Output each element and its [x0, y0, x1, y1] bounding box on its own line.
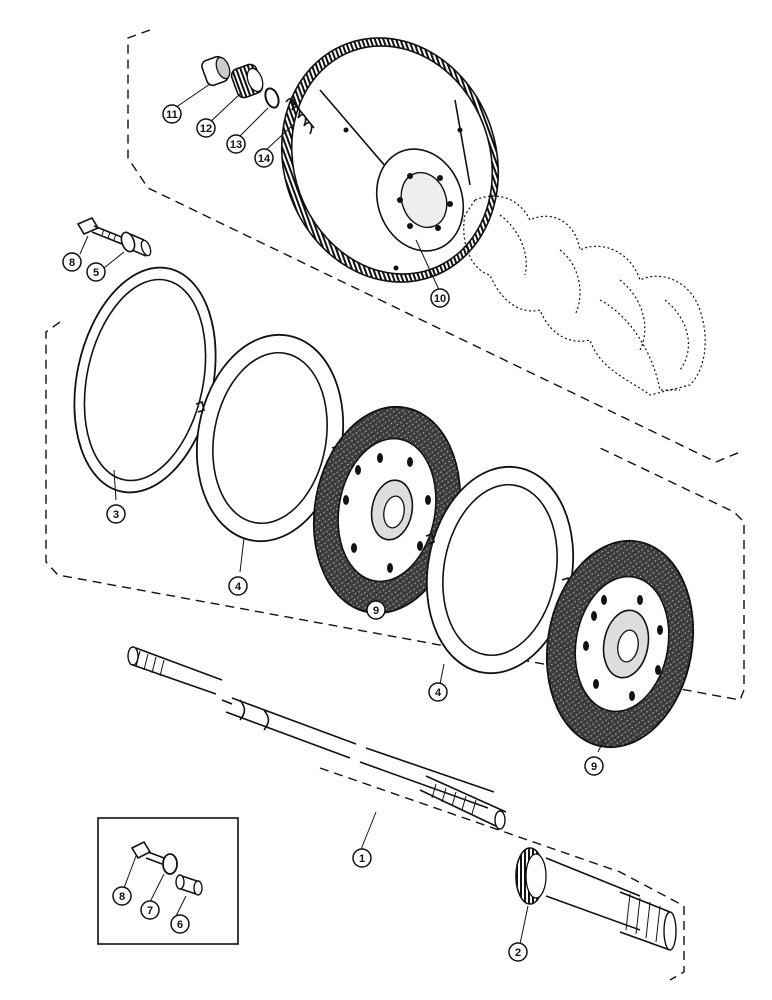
spacer-washer [120, 231, 152, 257]
flywheel-group-outline [127, 29, 741, 463]
leader-lines [79, 83, 605, 945]
callout-circle [196, 118, 216, 138]
callout-circle [86, 262, 106, 282]
callout-label: 8 [69, 257, 75, 269]
callout-circle [162, 104, 182, 124]
pilot-spring [285, 97, 315, 135]
callout-circle [140, 900, 160, 920]
callout-c5: 5 [86, 262, 106, 282]
callout-label: 10 [434, 293, 446, 305]
pilot-bearing [230, 63, 264, 99]
callout-label: 7 [147, 905, 153, 917]
callout-label: 4 [235, 581, 242, 593]
callout-circle [228, 576, 248, 596]
callout-label: 9 [591, 761, 597, 773]
crankshaft-phantom [463, 195, 706, 396]
callout-c1: 1 [352, 848, 372, 868]
callout-c10: 10 [430, 288, 450, 308]
pressure-ring [73, 266, 217, 494]
callout-circle [366, 600, 386, 620]
washer [264, 87, 280, 109]
callout-c4a: 4 [228, 576, 248, 596]
clutch-shaft [127, 646, 507, 830]
clutch-disc-2 [545, 539, 695, 749]
callout-label: 2 [515, 947, 521, 959]
callout-c8b: 8 [112, 886, 132, 906]
callout-circle [170, 914, 190, 934]
callout-c7: 7 [140, 900, 160, 920]
flywheel [280, 37, 500, 283]
callout-c12: 12 [196, 118, 216, 138]
callout-circle [106, 504, 126, 524]
separator-plate-1 [195, 333, 345, 543]
callout-label: 14 [258, 153, 271, 165]
pilot-bushing [201, 55, 231, 87]
callout-label: 13 [230, 139, 242, 151]
clutch-group-outline [45, 321, 745, 701]
separator-plate-2 [425, 465, 575, 675]
callout-label: 1 [359, 853, 365, 865]
callout-c9b: 9 [584, 756, 604, 776]
callout-circle [430, 288, 450, 308]
callout-circle [254, 148, 274, 168]
callout-circle [428, 682, 448, 702]
shaft-group-outline [319, 767, 685, 981]
callout-circle [352, 848, 372, 868]
callout-circle [508, 942, 528, 962]
callout-label: 11 [166, 109, 178, 121]
input-gear-shaft [515, 847, 677, 951]
inset-sleeve [175, 874, 203, 896]
callout-circle [112, 886, 132, 906]
callout-label: 6 [177, 919, 183, 931]
cap-screw [76, 216, 125, 245]
callout-label: 8 [119, 891, 125, 903]
callout-c4b: 4 [428, 682, 448, 702]
callout-label: 5 [93, 267, 99, 279]
callout-c13: 13 [226, 134, 246, 154]
callout-c14: 14 [254, 148, 274, 168]
callout-c3: 3 [106, 504, 126, 524]
inset-box [97, 817, 239, 945]
callout-circle [584, 756, 604, 776]
callout-label: 9 [373, 605, 379, 617]
callout-c9a: 9 [366, 600, 386, 620]
callout-c2: 2 [508, 942, 528, 962]
inset-washer [162, 853, 178, 875]
clutch-disc-1 [312, 405, 462, 615]
callout-circle [62, 252, 82, 272]
callout-circle [226, 134, 246, 154]
callout-label: 12 [200, 123, 212, 135]
inset-cap-screw [130, 840, 165, 865]
callout-c6: 6 [170, 914, 190, 934]
callout-label: 4 [435, 687, 442, 699]
callout-c11: 11 [162, 104, 182, 124]
callout-c8a: 8 [62, 252, 82, 272]
callout-label: 3 [113, 509, 119, 521]
